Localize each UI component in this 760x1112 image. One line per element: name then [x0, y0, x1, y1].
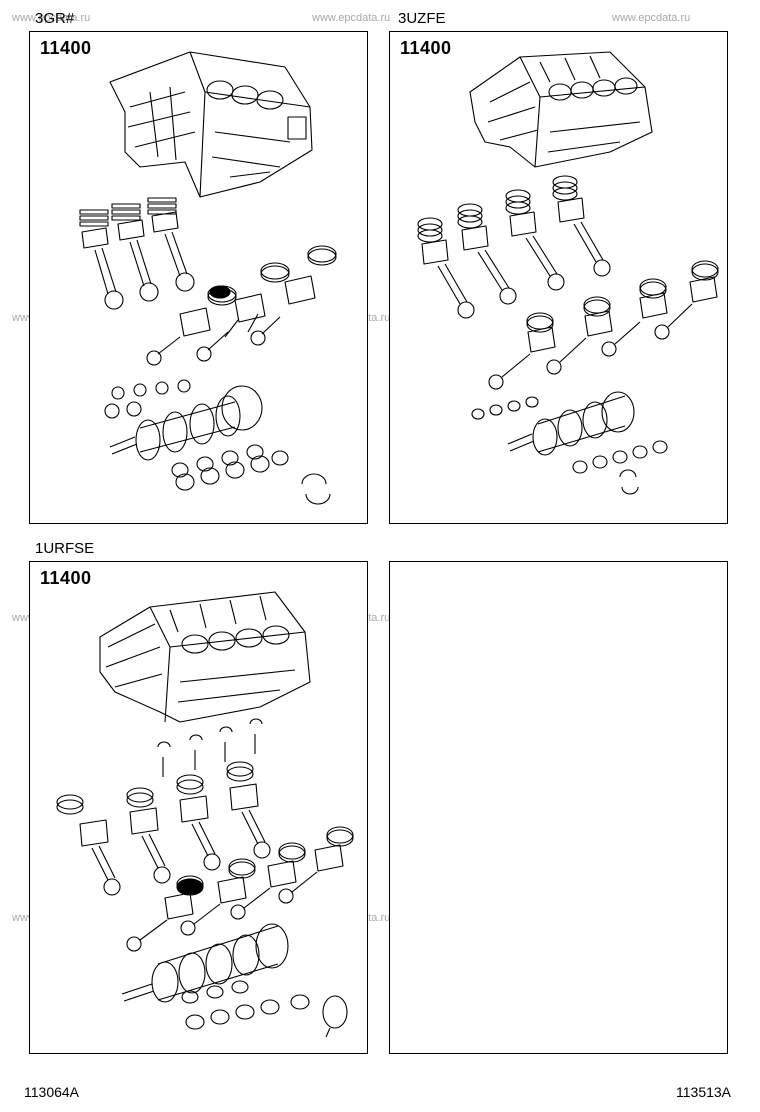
- bolt-washer-icon: [157, 718, 263, 777]
- watermark-text: www.epcdata.ru: [312, 12, 391, 24]
- piston-icon: [527, 276, 718, 353]
- engine-block-kit-diagram: [56, 591, 354, 1038]
- illustration-id-left: 113064A: [24, 1084, 80, 1100]
- bearing-shell-icon: [471, 396, 539, 420]
- cylinder-block-icon: [469, 51, 653, 168]
- illustration-id-right: 113513A: [676, 1084, 732, 1100]
- thrust-washer-icon: [301, 473, 331, 505]
- diagram-panel-1urfse[interactable]: 11400: [29, 561, 368, 1054]
- engine-block-kit-diagram: [79, 51, 337, 505]
- watermark-text: www.epcdata.ru: [12, 12, 91, 24]
- connecting-rod-icon: [91, 809, 271, 896]
- engine-label-3gr: 3GR#: [35, 10, 75, 27]
- piston-ring-icon: [56, 761, 254, 815]
- piston-ring-set-icon: [79, 197, 177, 227]
- connecting-rod-icon: [437, 221, 611, 319]
- connecting-rod-icon: [146, 316, 281, 366]
- piston-icon: [79, 783, 259, 847]
- gasket-ring-icon: [322, 995, 348, 1038]
- cylinder-block-icon: [99, 591, 311, 723]
- part-code: 11400: [400, 38, 452, 58]
- connecting-rod-icon: [488, 303, 693, 390]
- engine-label-3uzfe: 3UZFE: [398, 10, 446, 27]
- diagram-panel-3gr[interactable]: 11400: [29, 31, 368, 524]
- part-code: 11400: [40, 568, 92, 588]
- watermark-text: www.epcdata.ru: [612, 12, 691, 24]
- crankshaft-icon: [507, 391, 635, 456]
- engine-label-1urfse: 1URFSE: [35, 540, 95, 557]
- engine-block-kit-diagram: [417, 51, 719, 495]
- piston-icon: [179, 275, 316, 338]
- thrust-washer-icon: [619, 469, 639, 495]
- diagram-panel-3uzfe[interactable]: 11400: [389, 31, 728, 524]
- crankshaft-icon: [121, 923, 289, 1003]
- piston-icon: [164, 844, 344, 920]
- connecting-rod-icon: [94, 231, 195, 310]
- bearing-shell-icon: [104, 379, 191, 419]
- piston-icon: [421, 197, 585, 265]
- piston-ring-icon: [417, 175, 578, 243]
- piston-icon: [81, 211, 179, 249]
- piston-ring-icon: [176, 826, 354, 896]
- connecting-rod-icon: [126, 871, 318, 952]
- cylinder-block-icon: [109, 51, 313, 198]
- crankshaft-icon: [109, 385, 263, 461]
- bearing-shell-icon: [171, 444, 289, 491]
- piston-ring-icon: [207, 245, 337, 306]
- bearing-shell-icon: [572, 440, 668, 474]
- bearing-shell-icon: [181, 980, 310, 1030]
- part-code: 11400: [40, 38, 92, 58]
- diagram-panel-empty[interactable]: [389, 561, 728, 1054]
